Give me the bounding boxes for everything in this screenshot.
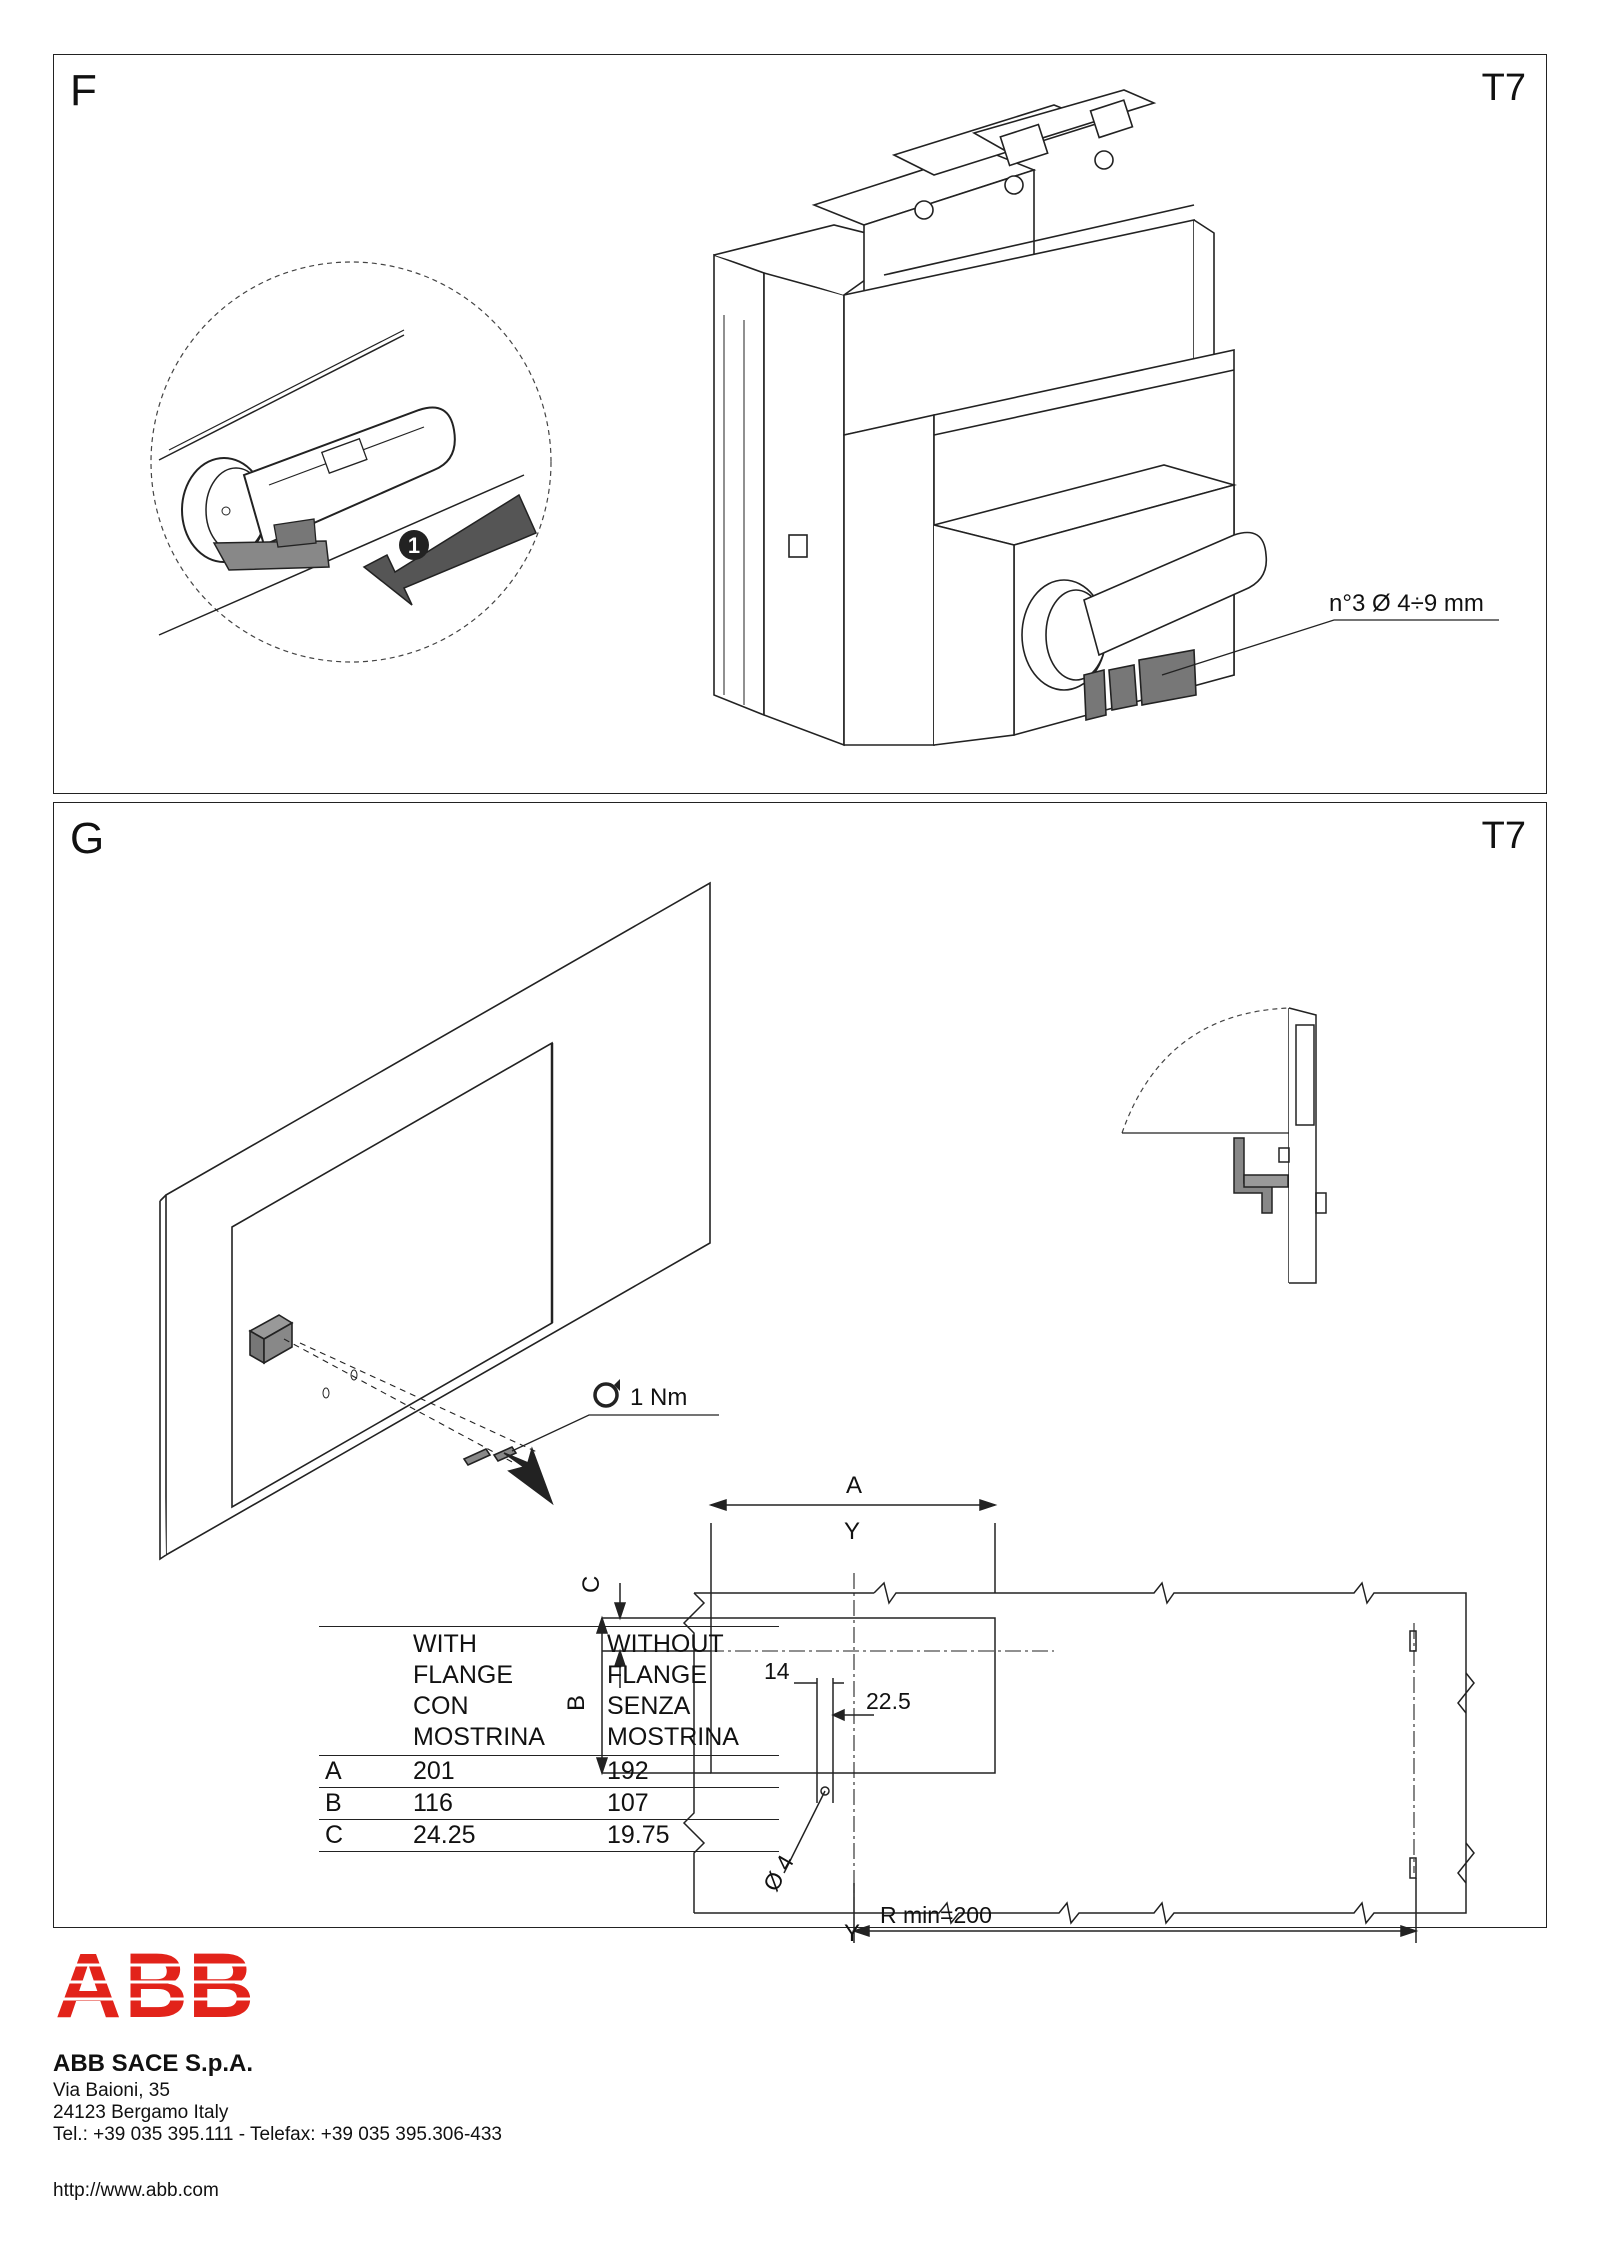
step-badge: 1 xyxy=(408,533,420,558)
company-name: ABB SACE S.p.A. xyxy=(53,2050,254,2077)
row-label: B xyxy=(319,1787,407,1820)
panel-g-model: T7 xyxy=(1481,815,1526,857)
panel-f-model: T7 xyxy=(1481,67,1526,109)
panel-f-drawing: 1 xyxy=(150,89,1499,747)
torque-icon xyxy=(593,1379,620,1408)
panel-f-letter: F xyxy=(70,66,97,115)
abb-logo-text: ABB xyxy=(55,1935,254,2037)
cell-without: 107 xyxy=(601,1787,779,1820)
dim-c: C xyxy=(578,1576,605,1593)
dim-a: A xyxy=(846,1472,862,1499)
col-with-flange-header: WITH FLANGE CON MOSTRINA xyxy=(407,1626,601,1756)
cell-without: 192 xyxy=(601,1755,779,1788)
padlock-note: n°3 Ø 4÷9 mm xyxy=(1329,590,1484,617)
address-line: Tel.: +39 035 395.111 - Telefax: +39 035… xyxy=(53,2124,502,2145)
dimension-table: WITH FLANGE CON MOSTRINA WITHOUT FLANGE … xyxy=(319,1626,779,1852)
abb-logo: ABB xyxy=(53,1935,254,2037)
cell-without: 19.75 xyxy=(601,1819,779,1852)
table-row: A 201 192 xyxy=(319,1755,779,1788)
cell-with: 24.25 xyxy=(407,1819,601,1852)
side-detail xyxy=(1121,1007,1327,1284)
dim-22-5: 22.5 xyxy=(866,1688,911,1714)
row-label: A xyxy=(319,1755,407,1788)
col-without-flange-header: WITHOUT FLANGE SENZA MOSTRINA xyxy=(601,1626,779,1756)
flange-illustration xyxy=(159,881,711,1561)
panel-g-drawing: 1 Nm xyxy=(159,881,1475,1947)
breaker-illustration xyxy=(713,89,1268,747)
detail-circle: 1 xyxy=(150,261,552,663)
panel-g: G T7 1 Nm xyxy=(53,802,1547,1947)
table-row: B 116 107 xyxy=(319,1787,779,1820)
panel-g-letter: G xyxy=(70,814,105,863)
row-label: C xyxy=(319,1819,407,1852)
dim-y-bottom: Y xyxy=(844,1920,860,1947)
cell-with: 201 xyxy=(407,1755,601,1788)
dim-y-top: Y xyxy=(844,1518,860,1545)
table-row: C 24.25 19.75 xyxy=(319,1819,779,1852)
address-line: Via Baioni, 35 xyxy=(53,2080,170,2101)
torque-label: 1 Nm xyxy=(630,1384,687,1411)
website-link[interactable]: http://www.abb.com xyxy=(53,2180,219,2201)
dim-radius: R min=200 xyxy=(880,1902,992,1928)
address-line: 24123 Bergamo Italy xyxy=(53,2102,229,2123)
panel-f: F T7 1 xyxy=(53,54,1547,794)
cell-with: 116 xyxy=(407,1787,601,1820)
